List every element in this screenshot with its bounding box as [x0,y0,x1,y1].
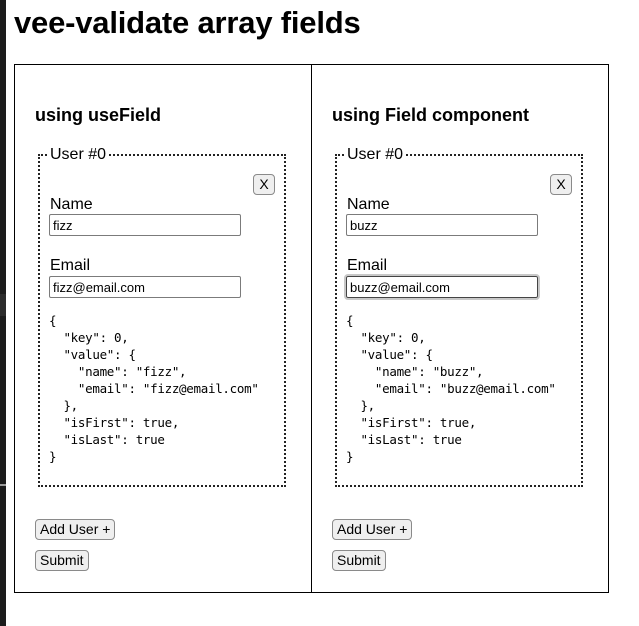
name-input[interactable] [346,214,538,236]
submit-button[interactable]: Submit [35,550,89,571]
name-label: Name [50,196,93,213]
name-label: Name [347,196,390,213]
remove-user-button[interactable]: X [550,174,572,195]
panel-heading: using Field component [332,105,529,125]
email-input[interactable] [49,276,241,298]
field-debug-json: { "key": 0, "value": { "name": "buzz", "… [346,313,556,464]
usefield-form: using useField User #0 X Name Email { "k… [14,64,312,593]
user-legend: User #0 [48,146,109,164]
user-fieldset: User #0 X Name Email { "key": 0, "value"… [38,146,286,487]
submit-button[interactable]: Submit [332,550,386,571]
user-legend: User #0 [345,146,406,164]
side-strip-tick [0,484,6,486]
email-label: Email [347,257,388,274]
field-component-form: using Field component User #0 X Name Ema… [311,64,609,593]
add-user-button[interactable]: Add User + [332,519,413,540]
field-debug-json: { "key": 0, "value": { "name": "fizz", "… [49,313,259,464]
add-user-button[interactable]: Add User + [35,519,116,540]
email-label: Email [50,257,91,274]
side-strip [0,0,6,626]
page-title: vee-validate array fields [14,5,361,40]
name-input[interactable] [49,214,241,236]
side-strip-band [0,294,6,316]
email-input[interactable] [344,274,540,300]
user-fieldset: User #0 X Name Email { "key": 0, "value"… [335,146,583,487]
panel-heading: using useField [35,105,162,125]
remove-user-button[interactable]: X [253,174,275,195]
